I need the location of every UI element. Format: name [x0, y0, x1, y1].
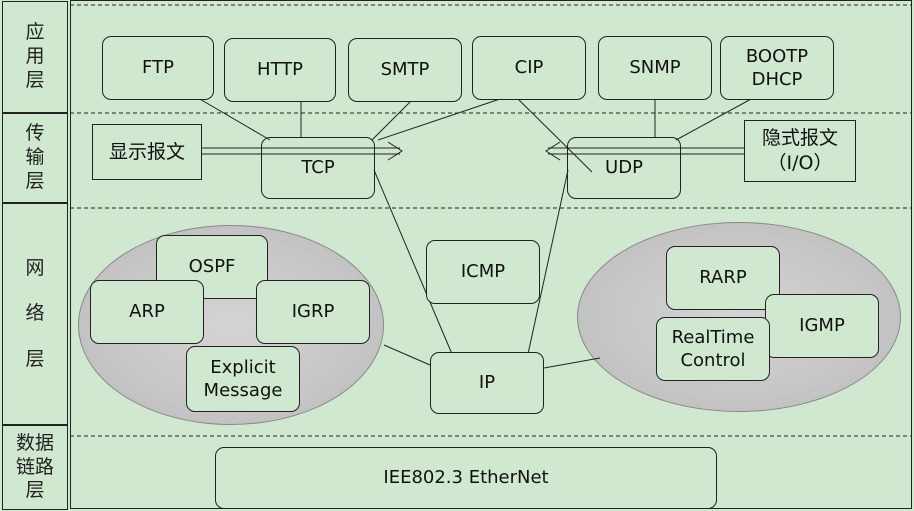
ospf-label: OSPF — [188, 256, 236, 278]
line-ftp-tcp — [197, 97, 271, 141]
layer-network: 网络层 — [2, 203, 68, 425]
layer-char: 用 — [25, 45, 45, 68]
line-bootp-udp — [675, 97, 754, 141]
arp-box: ARP — [90, 280, 204, 344]
igmp-label: IGMP — [799, 315, 845, 337]
rarp-box: RARP — [666, 246, 780, 310]
line-tcp-ip — [373, 169, 453, 355]
icmp-box: ICMP — [426, 240, 540, 304]
implicit-message-label: 隐式报文 — [761, 127, 838, 150]
explicit-protocol-label: Explicit — [210, 356, 276, 378]
message-protocol-label: Message — [203, 380, 283, 401]
arp-label: ARP — [129, 301, 165, 323]
layer-char: 应 — [25, 21, 45, 44]
control-label: Control — [680, 350, 746, 371]
layer-char: 络 — [25, 302, 45, 325]
line-smtp-tcp — [371, 101, 411, 141]
ftp-box: FTP — [102, 36, 214, 100]
arrow-implicit-head — [545, 141, 561, 161]
explicit-message-label: 显示报文 — [108, 140, 185, 163]
layer-char: 传 — [25, 122, 45, 145]
http-label: HTTP — [256, 59, 304, 81]
layer-datalink: 数据链路层 — [2, 425, 68, 510]
tcp-label: TCP — [301, 157, 335, 179]
ethernet-label: IEE802.3 EtherNet — [383, 467, 549, 489]
igmp-box: IGMP — [765, 294, 879, 358]
snmp-box: SNMP — [598, 36, 712, 100]
smtp-label: SMTP — [380, 59, 430, 81]
layer-char: 链路 — [15, 455, 54, 478]
layer-char: 层 — [25, 347, 45, 370]
layer-char: 层 — [25, 479, 45, 502]
ethernet-box: IEE802.3 EtherNet — [215, 447, 717, 509]
tcp-box: TCP — [261, 137, 375, 199]
igrp-box: IGRP — [256, 280, 370, 344]
ip-label: IP — [478, 372, 496, 394]
icmp-label: ICMP — [460, 261, 506, 283]
ip-box: IP — [430, 352, 544, 414]
realtime-label: RealTime — [671, 326, 755, 348]
layer-char: 层 — [25, 169, 45, 192]
arrow-explicit-head — [387, 141, 403, 161]
snmp-label: SNMP — [629, 57, 681, 79]
implicit-message-io-label: （I/O） — [767, 152, 833, 174]
cip-box: CIP — [472, 36, 586, 100]
layer-char: 数据 — [15, 431, 54, 454]
http-box: HTTP — [224, 38, 336, 102]
line-udp-ip — [527, 169, 569, 355]
rarp-label: RARP — [699, 267, 747, 289]
line-cip-tcp — [377, 97, 504, 141]
line-routing-ip — [383, 344, 431, 366]
line-cip-udp — [516, 97, 593, 173]
udp-box: UDP — [567, 137, 681, 199]
bootp-label: BOOTP — [745, 45, 809, 67]
ftp-label: FTP — [142, 57, 174, 79]
smtp-box: SMTP — [348, 38, 462, 102]
implicit-message-box: 隐式报文（I/O） — [744, 120, 856, 182]
layer-application: 应用层 — [2, 1, 68, 113]
line-address-ip — [543, 357, 601, 369]
layer-char: 层 — [25, 68, 45, 91]
explicit-message-box: 显示报文 — [92, 124, 202, 180]
layer-char: 网 — [25, 256, 45, 279]
layer-char: 输 — [25, 146, 45, 169]
cip-label: CIP — [514, 57, 544, 79]
layer-transport: 传输层 — [2, 113, 68, 203]
dhcp-label: DHCP — [751, 69, 803, 90]
igrp-label: IGRP — [291, 301, 335, 323]
udp-label: UDP — [605, 157, 643, 179]
